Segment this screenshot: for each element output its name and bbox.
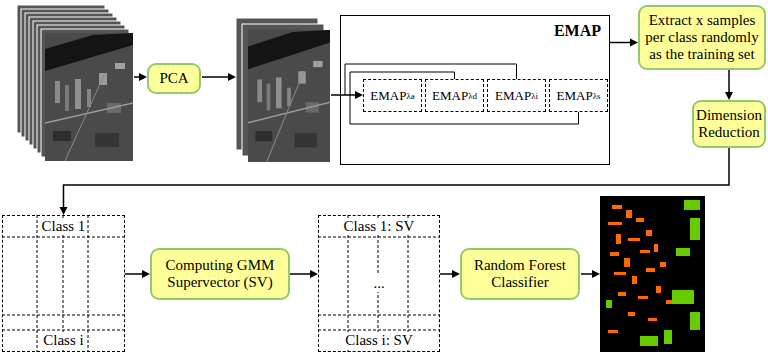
table-cell: Class i	[41, 332, 85, 349]
box-label: Random Forest Classifier	[466, 257, 574, 291]
arrow-head	[142, 270, 150, 278]
connector-line	[125, 273, 143, 275]
connector-line	[728, 70, 730, 93]
grid-line	[37, 215, 88, 352]
grid-line	[2, 237, 125, 330]
arrow-line	[581, 273, 592, 275]
flow-arrows	[134, 77, 592, 274]
table-cell: Class 1	[40, 218, 88, 235]
operator-subscript: λa	[406, 91, 414, 101]
operator-name: EMAP	[370, 88, 406, 104]
map-ground	[600, 196, 705, 352]
box-label: Extract x samples per class randomly as …	[644, 12, 760, 63]
pca-stack	[236, 18, 330, 162]
emap-brackets	[345, 64, 579, 124]
arrow-line	[331, 94, 355, 96]
box-label: Dimension Reduction	[696, 107, 762, 141]
connector-line	[64, 148, 730, 208]
sample-table: Class 1: SV... Class i: SV	[318, 215, 440, 352]
process-box: Extract x samples per class randomly as …	[638, 5, 766, 70]
arrow-head	[452, 270, 460, 278]
arrow-head	[310, 270, 318, 278]
group-box: EMAPEMAPλaEMAPλdEMAPλiEMAPλs	[340, 15, 610, 165]
process-box: Dimension Reduction	[692, 100, 766, 148]
connector	[610, 39, 638, 47]
connector	[440, 270, 460, 278]
arrow-head	[139, 73, 147, 81]
table-grid	[2, 215, 440, 352]
map-class	[608, 205, 672, 333]
arrow-head	[592, 270, 600, 278]
operator-box: EMAPλi	[487, 79, 546, 112]
sample-table: Class 1 Class i	[2, 215, 125, 352]
hyperspectral-stack	[17, 5, 133, 161]
connector	[60, 148, 730, 215]
table-cell: Class i: SV	[343, 332, 415, 349]
connector-line	[290, 273, 311, 275]
operator-box: EMAPλs	[549, 79, 608, 112]
operator-name: EMAP	[495, 88, 531, 104]
process-box: PCA	[147, 63, 201, 94]
arrow-head	[725, 92, 733, 100]
box-label: PCA	[159, 70, 188, 87]
connector	[290, 270, 318, 278]
operator-name: EMAP	[557, 88, 593, 104]
table-cell: ...	[371, 275, 386, 292]
process-box: Computing GMM Supervector (SV)	[150, 248, 290, 300]
process-box: Random Forest Classifier	[460, 248, 580, 300]
connector-line	[610, 42, 631, 44]
arrow-head	[630, 39, 638, 47]
connector	[125, 270, 150, 278]
operator-subscript: λi	[531, 91, 538, 101]
connector-line	[440, 273, 453, 275]
operator-box: EMAPλd	[425, 79, 484, 112]
satellite-image	[248, 30, 330, 162]
operator-box: EMAPλa	[363, 79, 422, 112]
map-class	[606, 200, 700, 346]
satellite-image	[45, 33, 133, 161]
table-cell: Class 1: SV	[342, 218, 417, 235]
operator-subscript: λs	[593, 91, 601, 101]
arrow-head	[228, 73, 236, 81]
arrow-head	[355, 91, 363, 99]
group-title: EMAP	[341, 16, 609, 40]
connector	[725, 70, 733, 100]
arrow-head	[60, 207, 68, 215]
operator-name: EMAP	[432, 88, 468, 104]
grid-line	[318, 237, 440, 330]
classification-map	[600, 196, 705, 352]
operator-subscript: λd	[468, 91, 477, 101]
arrow-line	[202, 76, 228, 78]
box-label: Computing GMM Supervector (SV)	[156, 257, 284, 291]
